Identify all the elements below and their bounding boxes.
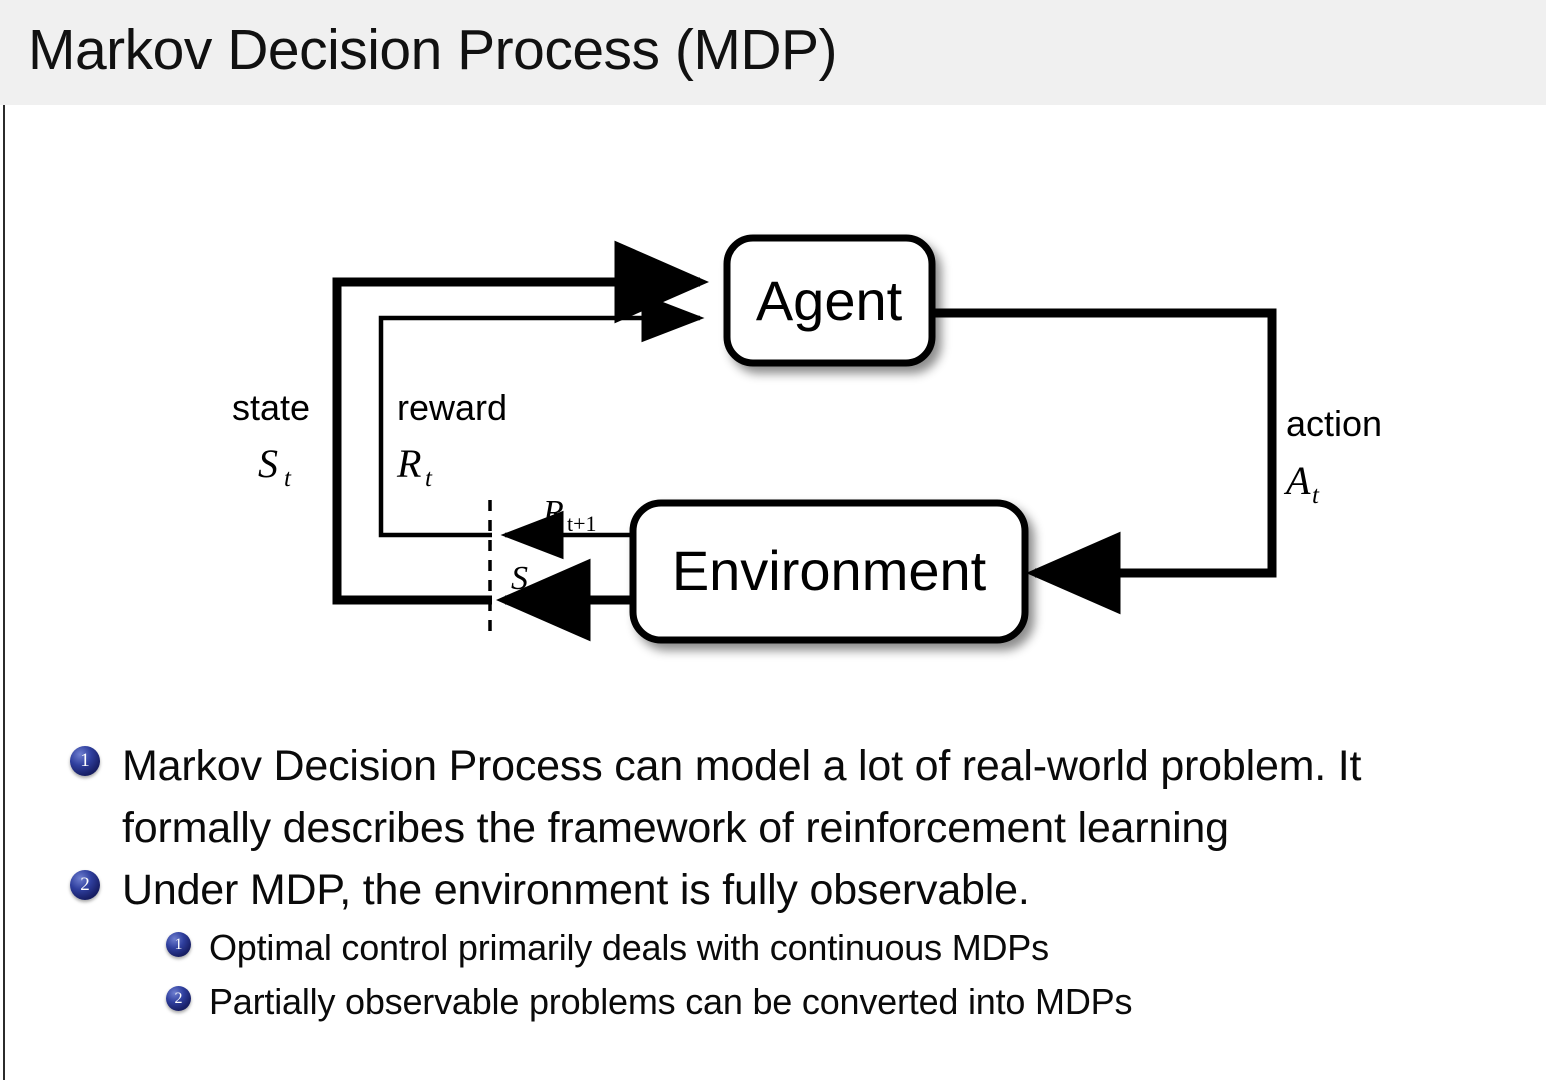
state-label: state	[232, 387, 310, 428]
bullet-number-badge: 1	[166, 932, 191, 957]
action-path	[930, 308, 1277, 615]
agent-node	[723, 234, 936, 367]
slide-header-bar: Markov Decision Process (MDP)	[0, 0, 1546, 105]
environment-node	[629, 499, 1029, 644]
reward-label: reward	[397, 387, 507, 428]
bullet-number-badge: 2	[166, 986, 191, 1011]
list-item-text: Markov Decision Process can model a lot …	[122, 742, 1362, 852]
list-item-text: Partially observable problems can be con…	[209, 981, 1133, 1022]
reward-next-subscript: t+1	[567, 511, 597, 536]
state-feedback-path	[332, 240, 709, 605]
bullet-number-badge: 1	[70, 746, 100, 776]
environment-node-label: Environment	[672, 539, 987, 602]
reward-feedback-path	[378, 293, 705, 538]
action-symbol-subscript: t	[1312, 482, 1320, 509]
list-item: 2 Partially observable problems can be c…	[0, 975, 1546, 1029]
agent-node-label: Agent	[756, 269, 903, 332]
action-label: action	[1286, 403, 1382, 444]
reward-next-symbol: R	[542, 494, 564, 531]
list-item: 1 Optimal control primarily deals with c…	[0, 921, 1546, 975]
slide-left-border	[3, 0, 5, 1080]
page-title: Markov Decision Process (MDP)	[28, 18, 838, 82]
list-item-text: Under MDP, the environment is fully obse…	[122, 866, 1030, 914]
bullet-number-badge: 2	[70, 870, 100, 900]
list-item: 1 Markov Decision Process can model a lo…	[0, 735, 1546, 859]
reward-symbol-subscript: t	[425, 465, 433, 492]
state-symbol-subscript: t	[284, 465, 292, 492]
list-item: 2 Under MDP, the environment is fully ob…	[0, 859, 1546, 921]
action-symbol: A	[1283, 458, 1311, 503]
state-next-symbol: S	[511, 560, 528, 597]
list-item-text: Optimal control primarily deals with con…	[209, 927, 1049, 968]
reward-symbol: R	[396, 441, 421, 486]
bullet-list: 1 Markov Decision Process can model a lo…	[0, 735, 1546, 1029]
state-symbol: S	[258, 441, 278, 486]
mdp-agent-environment-diagram: Agent Environment state S t reward R t a…	[0, 105, 1546, 700]
state-next-subscript: t+1	[534, 577, 564, 602]
